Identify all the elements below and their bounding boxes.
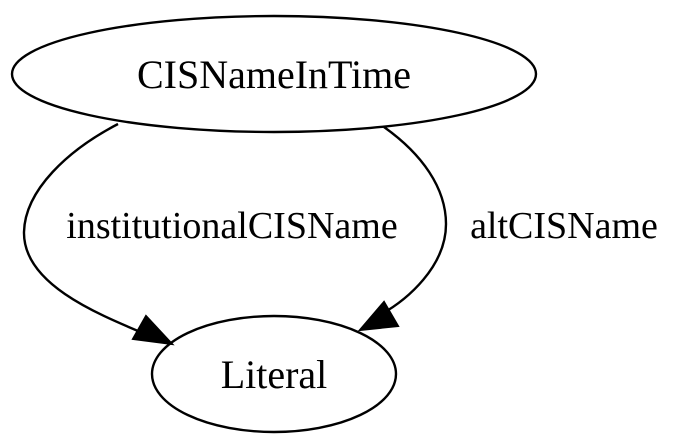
node-literal-shape bbox=[150, 314, 398, 434]
edge-institutionalcisname-line bbox=[22, 122, 151, 338]
edge-institutionalcisname-arrowhead bbox=[131, 314, 175, 346]
node-literal[interactable]: Literal bbox=[150, 314, 398, 434]
node-literal-label: Literal bbox=[221, 352, 328, 397]
edge-altcisname-label: altCISName bbox=[470, 205, 658, 247]
node-cisnameintime[interactable]: CISNameInTime bbox=[10, 14, 538, 134]
edge-altcisname[interactable]: altCISName bbox=[357, 126, 658, 332]
node-cisnameintime-label: CISNameInTime bbox=[137, 52, 411, 97]
edge-altcisname-arrowhead bbox=[357, 300, 400, 332]
edge-institutionalcisname[interactable]: institutionalCISName bbox=[22, 122, 398, 346]
node-cisnameintime-shape bbox=[10, 14, 538, 134]
edge-altcisname-line bbox=[377, 126, 448, 318]
edge-institutionalcisname-label: institutionalCISName bbox=[66, 205, 397, 247]
